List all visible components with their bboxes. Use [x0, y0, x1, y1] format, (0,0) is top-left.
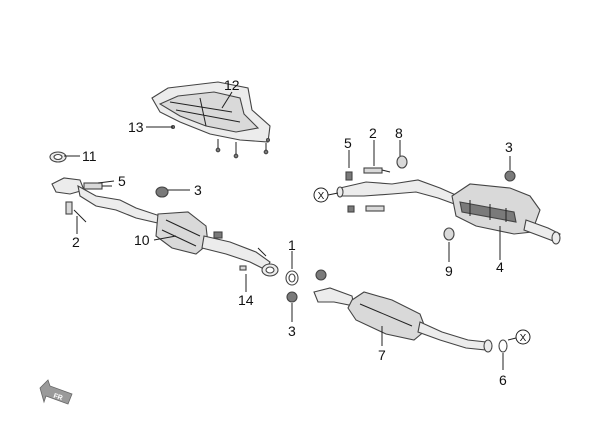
gasket-front	[49, 151, 67, 163]
callout-3-center: 3	[288, 323, 296, 339]
callout-10: 10	[134, 232, 150, 248]
callout-4: 4	[496, 259, 504, 275]
callout-13: 13	[128, 119, 144, 135]
callout-2-left: 2	[72, 234, 80, 250]
front-pipe-catalytic-converter	[51, 177, 279, 277]
center-hangers	[286, 269, 327, 303]
callout-5-right: 5	[344, 135, 352, 151]
front-direction-arrow: FR	[39, 379, 73, 405]
connector-x-right: X	[515, 329, 531, 345]
callout-8: 8	[395, 125, 403, 141]
callout-6: 6	[499, 372, 507, 388]
callout-labels: 11 5 3 2 10 13 12 1 14 3 7 6 5 2 8 3 9 4	[72, 77, 513, 388]
callout-11: 11	[82, 148, 97, 164]
front-bolts	[65, 182, 247, 271]
callout-7: 7	[378, 347, 386, 363]
svg-text:X: X	[318, 191, 325, 202]
connector-x-left: X	[313, 187, 329, 203]
gasket-rear	[498, 339, 508, 353]
callout-1: 1	[288, 237, 296, 253]
svg-text:FR: FR	[52, 393, 63, 403]
callout-2-right: 2	[369, 125, 377, 141]
gasket-center	[285, 270, 299, 286]
callout-5-left: 5	[118, 173, 126, 189]
callout-12: 12	[224, 77, 240, 93]
rear-bolts	[345, 155, 516, 241]
rear-muffler	[336, 179, 561, 245]
callout-14: 14	[238, 292, 254, 308]
callout-3-left: 3	[194, 182, 202, 198]
leader-lines	[64, 91, 517, 370]
svg-text:X: X	[520, 333, 527, 344]
center-pipe-resonator	[313, 287, 493, 353]
callout-9: 9	[445, 263, 453, 279]
heat-shield	[151, 81, 271, 159]
callout-3-right: 3	[505, 139, 513, 155]
